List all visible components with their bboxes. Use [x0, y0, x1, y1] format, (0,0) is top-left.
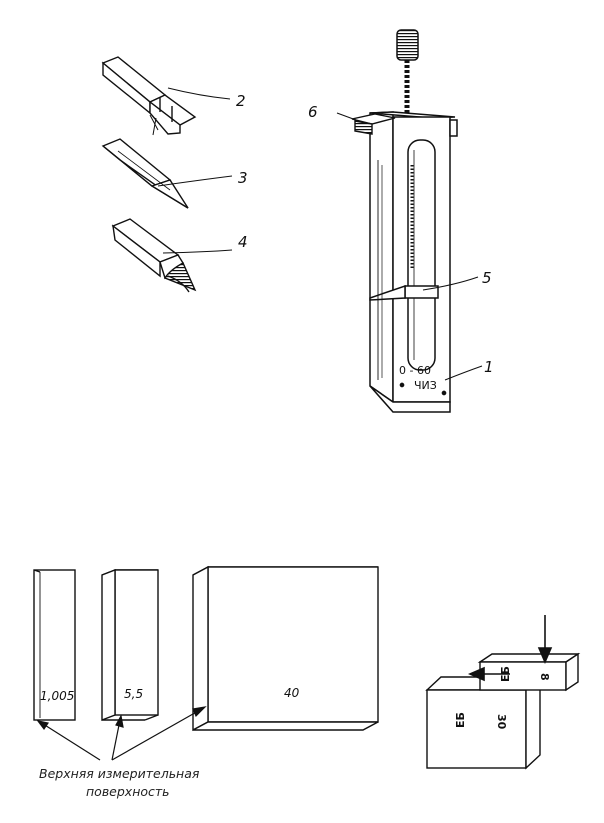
stacked-bottom-stamp: ЕБ: [454, 712, 467, 728]
gauge-block-large: [192, 565, 379, 732]
callout-3: 3: [238, 169, 248, 187]
gauge-range-marking: 0 - 60: [399, 364, 431, 377]
gauge-maker-marking: ЧИЗ: [414, 379, 437, 392]
surface-arrows: [36, 706, 207, 761]
accessory-6-mounted: [351, 113, 396, 135]
accessory-3-scriber: [101, 138, 189, 209]
callout-1: 1: [484, 358, 494, 376]
caption-line-2: поверхность: [86, 784, 170, 799]
caption-line-1: Верхняя измерительная: [39, 766, 200, 781]
callout-2: 2: [236, 92, 246, 110]
accessory-4-centre-point: [111, 218, 197, 293]
block-label-thin: 1,005: [40, 689, 74, 703]
gauge-block-thin: [33, 569, 76, 721]
stacked-arrows: [467, 615, 553, 682]
stacked-blocks: [425, 652, 581, 770]
stacked-top-mark: 8: [538, 673, 551, 681]
callout-5: 5: [482, 269, 492, 287]
accessory-2-ruler-jaw: [101, 56, 197, 136]
stacked-bottom-mark: 30: [495, 714, 508, 730]
gauge-body: [369, 29, 458, 413]
leader-lines: [157, 87, 483, 381]
gauge-block-medium: [101, 568, 159, 722]
block-label-large: 40: [284, 686, 300, 700]
callout-4: 4: [238, 233, 248, 251]
callout-6: 6: [308, 103, 318, 121]
block-label-medium: 5,5: [124, 687, 143, 701]
